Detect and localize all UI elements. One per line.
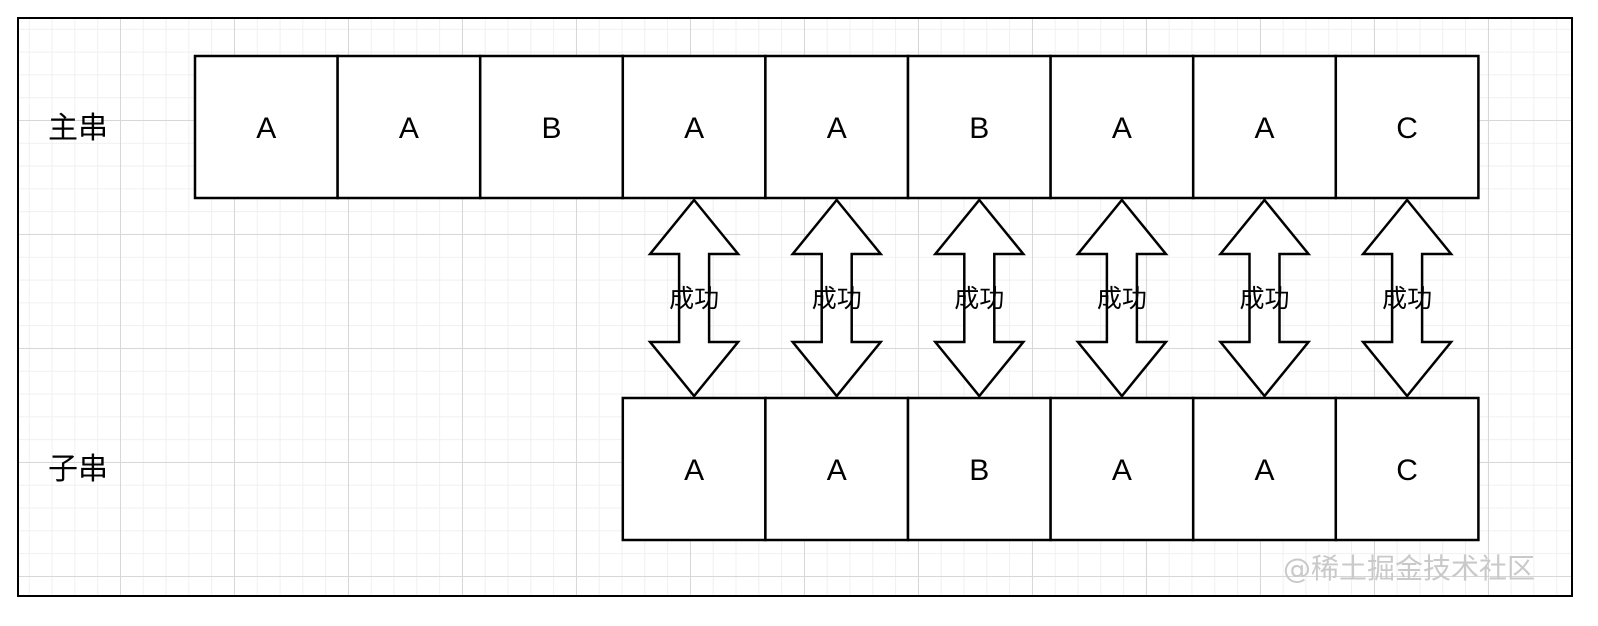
sub-string-cell-0: [621, 396, 767, 542]
main-string-cell-text-5: B: [969, 112, 989, 145]
diagram-canvas: 主串 子串 A A B A A B A A C A A B A A C 成功 成功 成功 成功 成功 成功 @稀土掘金技…: [17, 17, 1573, 597]
match-arrow-1: [790, 198, 884, 398]
main-string-cell-8: [1334, 54, 1480, 200]
match-arrow-5: [1360, 198, 1454, 398]
main-string-label: 主串: [48, 111, 108, 146]
diagram-svg: A A B A A B A A C A A B A A C 成功 成功 成功 成功 成功 成功: [193, 54, 1480, 542]
match-label-1: 成功: [812, 284, 862, 313]
main-string-cell-text-1: A: [399, 112, 419, 145]
sub-string-label: 子串: [48, 452, 108, 487]
sub-string-cell-text-1: A: [827, 454, 847, 487]
match-label-2: 成功: [954, 284, 1004, 313]
sub-string-cell-2: [906, 396, 1052, 542]
main-string-cell-0: [193, 54, 339, 200]
main-string-cell-text-6: A: [1112, 112, 1132, 145]
match-label-5: 成功: [1382, 284, 1432, 313]
match-arrow-3: [1075, 198, 1169, 398]
watermark: @稀土掘金技术社区: [1282, 552, 1535, 585]
sub-string-cell-3: [1049, 396, 1195, 542]
match-arrow-2: [932, 198, 1026, 398]
main-string-cell-7: [1191, 54, 1338, 200]
match-arrow-0: [647, 198, 741, 398]
sub-string-cell-4: [1191, 396, 1338, 542]
main-string-cell-text-7: A: [1254, 112, 1274, 145]
sub-string-cell-1: [764, 396, 910, 542]
main-string-cell-text-3: A: [684, 112, 704, 145]
match-arrow-4: [1217, 198, 1312, 398]
sub-string-cell-text-0: A: [684, 454, 704, 487]
sub-string-cell-text-2: B: [969, 454, 989, 487]
main-string-cell-5: [906, 54, 1052, 200]
sub-string-cell-5: [1334, 396, 1480, 542]
sub-string-cell-text-5: C: [1396, 454, 1418, 487]
main-string-cell-3: [621, 54, 767, 200]
main-string-cell-4: [764, 54, 910, 200]
main-string-cell-text-4: A: [827, 112, 847, 145]
match-label-3: 成功: [1097, 284, 1147, 313]
main-string-cell-text-0: A: [256, 112, 276, 145]
main-string-cell-text-2: B: [541, 112, 561, 145]
sub-string-cell-text-3: A: [1112, 454, 1132, 487]
sub-string-cell-text-4: A: [1254, 454, 1274, 487]
main-string-cell-text-8: C: [1396, 112, 1418, 145]
match-label-4: 成功: [1239, 284, 1289, 313]
main-string-cell-6: [1049, 54, 1195, 200]
match-label-0: 成功: [669, 284, 719, 313]
